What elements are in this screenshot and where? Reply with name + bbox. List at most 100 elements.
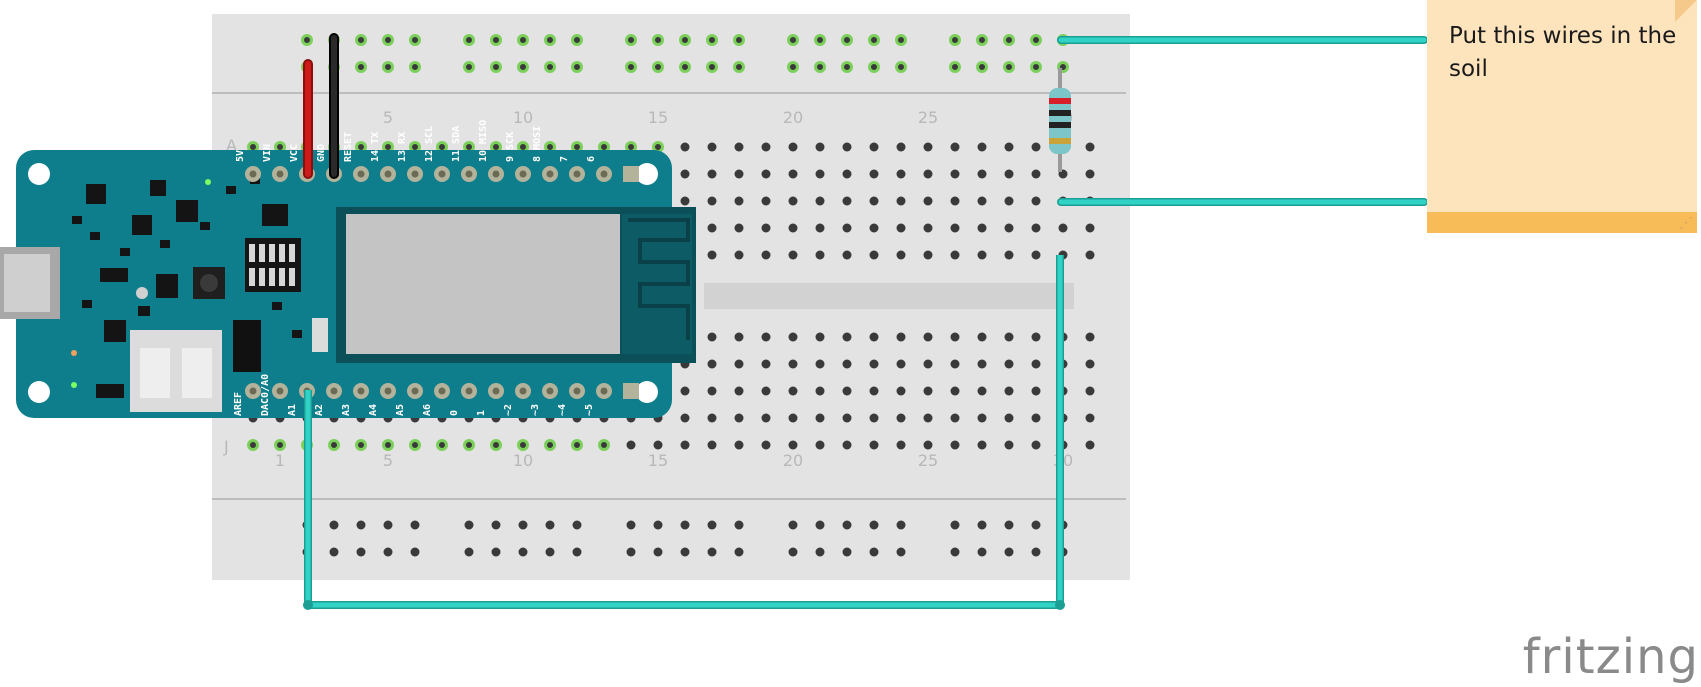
column-number: 15 (648, 108, 668, 127)
resistor-body (1049, 88, 1071, 154)
rail-hole (949, 61, 961, 73)
terminal-hole (707, 332, 717, 342)
battery-pin (140, 348, 170, 398)
rail-hole (788, 547, 798, 557)
terminal-hole (1004, 169, 1014, 179)
terminal-hole (950, 386, 960, 396)
terminal-hole (1085, 359, 1095, 369)
sticky-note-footer (1427, 212, 1697, 233)
smd-chip (138, 306, 150, 316)
header-pin (289, 268, 295, 286)
pin-label: A1 (287, 404, 298, 416)
rail-hole (707, 520, 717, 530)
center-channel (704, 283, 1074, 309)
terminal-hole (923, 413, 933, 423)
header-pin (279, 268, 285, 286)
terminal-hole (1004, 440, 1014, 450)
terminal-hole (815, 142, 825, 152)
terminal-hole (598, 439, 610, 451)
pin-center (249, 387, 257, 395)
terminal-hole (950, 332, 960, 342)
terminal-hole (977, 142, 987, 152)
column-number: 5 (383, 451, 393, 470)
terminal-hole (923, 332, 933, 342)
terminal-hole (1085, 440, 1095, 450)
terminal-hole (869, 223, 879, 233)
rail-hole (518, 520, 528, 530)
column-number: 15 (648, 451, 668, 470)
wire-bend (303, 600, 313, 610)
terminal-hole (761, 250, 771, 260)
terminal-hole (842, 169, 852, 179)
terminal-hole (788, 250, 798, 260)
pin-label: VIN (262, 144, 273, 162)
rail-hole (626, 547, 636, 557)
pin-label: 0 (449, 410, 460, 416)
terminal-hole (896, 196, 906, 206)
rail-hole (1030, 34, 1042, 46)
terminal-hole (1031, 250, 1041, 260)
rail-hole (383, 520, 393, 530)
fritzing-logo: fritzing (1522, 629, 1699, 685)
rail-hole (490, 61, 502, 73)
terminal-hole (382, 439, 394, 451)
terminal-hole (896, 359, 906, 369)
pin-label: 9 SCK (505, 132, 516, 162)
rail-hole (814, 61, 826, 73)
terminal-hole (869, 332, 879, 342)
rail-hole (517, 34, 529, 46)
terminal-hole (680, 196, 690, 206)
smd-chip (200, 222, 210, 230)
terminal-hole (544, 439, 556, 451)
pin-label: AREF (233, 392, 244, 416)
terminal-hole (896, 250, 906, 260)
terminal-hole (950, 169, 960, 179)
column-number: 10 (513, 108, 533, 127)
terminal-hole (761, 386, 771, 396)
pin-center (465, 387, 473, 395)
terminal-hole (977, 169, 987, 179)
rail-hole (950, 547, 960, 557)
pin-center (546, 170, 554, 178)
rail-hole (1031, 547, 1041, 557)
rail-hole (626, 520, 636, 530)
mounting-hole (636, 381, 658, 403)
rail-hole (680, 520, 690, 530)
resize-grip-icon[interactable]: ⋰ (1679, 214, 1693, 230)
terminal-hole (788, 440, 798, 450)
terminal-hole (815, 386, 825, 396)
row-letter-a: A (226, 136, 237, 155)
terminal-hole (815, 359, 825, 369)
rail-hole (788, 520, 798, 530)
rail-hole (409, 61, 421, 73)
rail-hole (1003, 61, 1015, 73)
resistor-band (1049, 122, 1071, 128)
rail-hole (301, 34, 313, 46)
column-number: 20 (783, 108, 803, 127)
terminal-hole (707, 223, 717, 233)
terminal-hole (869, 386, 879, 396)
smd-chip (90, 232, 100, 240)
pin-label: A6 (422, 404, 433, 416)
terminal-hole (761, 142, 771, 152)
terminal-hole (680, 142, 690, 152)
terminal-hole (707, 359, 717, 369)
terminal-hole (842, 196, 852, 206)
rail-hole (491, 547, 501, 557)
smd-chip (132, 215, 152, 235)
terminal-hole (869, 440, 879, 450)
pin-label: GND (316, 144, 327, 162)
terminal-hole (734, 169, 744, 179)
terminal-hole (734, 359, 744, 369)
rail-hole (1003, 34, 1015, 46)
pin-label: VCC (289, 144, 300, 162)
pin-center (600, 170, 608, 178)
rail-hole (895, 34, 907, 46)
terminal-hole (869, 413, 879, 423)
terminal-hole (788, 196, 798, 206)
terminal-hole (707, 440, 717, 450)
terminal-hole (490, 439, 502, 451)
terminal-hole (761, 413, 771, 423)
terminal-hole (1031, 142, 1041, 152)
